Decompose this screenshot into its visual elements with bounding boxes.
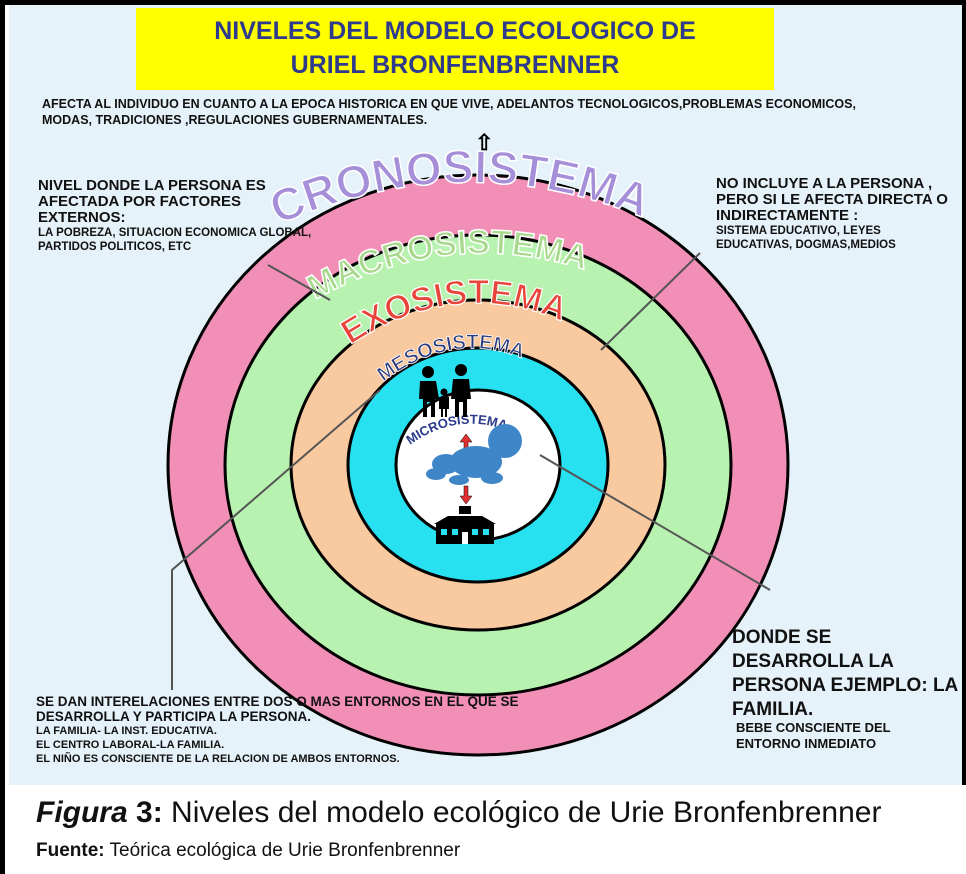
micro-connector bbox=[539, 454, 771, 591]
figure-source: Fuente: Teórica ecológica de Urie Bronfe… bbox=[36, 840, 460, 862]
macro-description-heading: NIVEL DONDE LA PERSONA ES AFECTADA POR F… bbox=[38, 177, 266, 226]
figure-caption: Figura 3: Niveles del modelo ecológico d… bbox=[36, 796, 881, 830]
exo-description-heading: NO INCLUYE A LA PERSONA , PERO SI LE AFE… bbox=[716, 175, 948, 224]
school-icon bbox=[434, 506, 496, 544]
baby-icon bbox=[426, 424, 522, 485]
exo-connector bbox=[600, 252, 701, 351]
figure-number: 3: bbox=[127, 796, 163, 829]
exo-description-detail: SISTEMA EDUCATIVO, LEYES EDUCATIVAS, DOG… bbox=[716, 225, 896, 251]
frame-top-border bbox=[0, 0, 966, 5]
meso-connector bbox=[171, 389, 381, 690]
red-arrow-down-icon bbox=[459, 485, 473, 505]
arrow-up-icon: ⇧ bbox=[475, 130, 494, 155]
diagram-title: NIVELES DEL MODELO ECOLOGICO DE URIEL BR… bbox=[136, 8, 774, 90]
micro-description-detail: BEBE CONSCIENTE DEL ENTORNO INMEDIATO bbox=[736, 720, 891, 751]
meso-description: SE DAN INTERELACIONES ENTRE DOS O MAS EN… bbox=[36, 694, 596, 766]
meso-description-line-1: LA FAMILIA- LA INST. EDUCATIVA. bbox=[36, 725, 217, 737]
source-text: Teórica ecológica de Urie Bronfenbrenner bbox=[104, 840, 461, 861]
family-icon bbox=[419, 364, 471, 417]
figure-caption-text: Niveles del modelo ecológico de Urie Bro… bbox=[162, 796, 882, 829]
macro-connector bbox=[267, 264, 331, 301]
meso-description-line-3: EL NIÑO ES CONSCIENTE DE LA RELACION DE … bbox=[36, 753, 400, 765]
title-line-1: NIVELES DEL MODELO ECOLOGICO DE bbox=[214, 17, 696, 45]
exo-description: NO INCLUYE A LA PERSONA , PERO SI LE AFE… bbox=[716, 176, 956, 252]
crono-description: AFECTA AL INDIVIDUO EN CUANTO A LA EPOCA… bbox=[42, 97, 856, 127]
title-line-2: URIEL BRONFENBRENNER bbox=[290, 51, 620, 79]
macro-description-detail: LA POBREZA, SITUACION ECONOMICA GLOBAL, … bbox=[38, 227, 312, 253]
frame-right-border bbox=[962, 0, 966, 785]
micro-description-heading: DONDE SE DESARROLLA LA PERSONA EJEMPLO: … bbox=[732, 627, 958, 720]
frame-left-border bbox=[0, 0, 5, 874]
figure-label: Figura bbox=[36, 796, 128, 829]
meso-description-line-2: EL CENTRO LABORAL-LA FAMILIA. bbox=[36, 739, 225, 751]
macro-description: NIVEL DONDE LA PERSONA ES AFECTADA POR F… bbox=[38, 178, 328, 254]
meso-description-heading: SE DAN INTERELACIONES ENTRE DOS O MAS EN… bbox=[36, 694, 519, 724]
source-label: Fuente: bbox=[36, 840, 105, 861]
